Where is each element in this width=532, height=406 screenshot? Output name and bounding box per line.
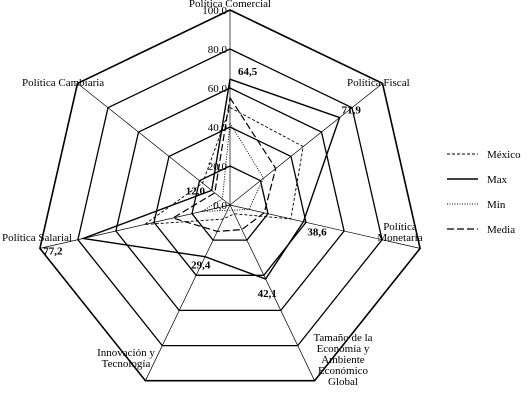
legend-label: Max (487, 174, 508, 186)
tick-label: 80,0 (208, 44, 228, 56)
axis-label-line: Tamaño de la (313, 332, 372, 344)
axis-label: Política Cambiaria (22, 77, 104, 89)
data-labels: 64,5 71,9 38,6 42,1 29,4 77,2 12,0 (43, 66, 361, 300)
axis-spoke (229, 83, 383, 206)
axis-label: Política Comercial (189, 0, 271, 10)
axis-spoke (229, 204, 315, 381)
series-media-line (171, 96, 277, 233)
series-min-line (201, 121, 265, 212)
data-label: 64,5 (238, 66, 258, 78)
axis-label-line: Ambiente (321, 354, 364, 366)
axis-label: Política Salarial (2, 232, 72, 244)
axis-label-line: Política Salarial (2, 232, 72, 244)
legend-label: Media (487, 224, 515, 236)
tick-label: 60,0 (208, 83, 228, 95)
axis-spoke (145, 204, 231, 381)
tick-label: 100,0 (202, 5, 227, 17)
series-m-xico-line (142, 106, 304, 226)
data-label: 29,4 (191, 260, 211, 272)
axis-label-line: Económico (318, 365, 369, 377)
data-label: 12,0 (186, 185, 206, 197)
grid-ring (39, 9, 421, 382)
axis-label-line: Política (383, 221, 417, 233)
axis-label: Política Fiscal (347, 77, 410, 89)
axis-spoke (77, 83, 231, 206)
series-max-line (80, 78, 341, 280)
series-layer (80, 78, 341, 280)
tick-label: 40,0 (208, 122, 228, 134)
axis-spoke (39, 204, 231, 249)
axis-label-line: Política Cambiaria (22, 77, 104, 89)
radial-tick-labels: 0,0 20,0 40,0 60,0 80,0 100,0 (202, 5, 227, 212)
axis-spoke (229, 204, 421, 249)
data-label: 71,9 (342, 105, 362, 117)
axis-label-line: Innovación y (97, 347, 155, 359)
legend-label: Min (487, 199, 506, 211)
axis-label-line: Global (328, 376, 358, 388)
radar-grid (39, 9, 421, 382)
tick-label: 0,0 (213, 200, 227, 212)
radar-spokes (39, 10, 421, 381)
data-label: 77,2 (43, 246, 63, 258)
axis-label-line: Tecnología (102, 358, 151, 370)
axis-label-line: Economía y (317, 343, 370, 355)
data-label: 38,6 (307, 227, 327, 239)
grid-ring (77, 48, 383, 347)
tick-label: 20,0 (208, 161, 228, 173)
data-label: 42,1 (258, 288, 277, 300)
grid-ring (115, 87, 345, 312)
axis-label-line: Política Comercial (189, 0, 271, 10)
axis-label-line: Política Fiscal (347, 77, 410, 89)
legend-label: México (487, 149, 521, 161)
axis-label-line: Monetaria (377, 232, 422, 244)
grid-ring (153, 126, 307, 276)
